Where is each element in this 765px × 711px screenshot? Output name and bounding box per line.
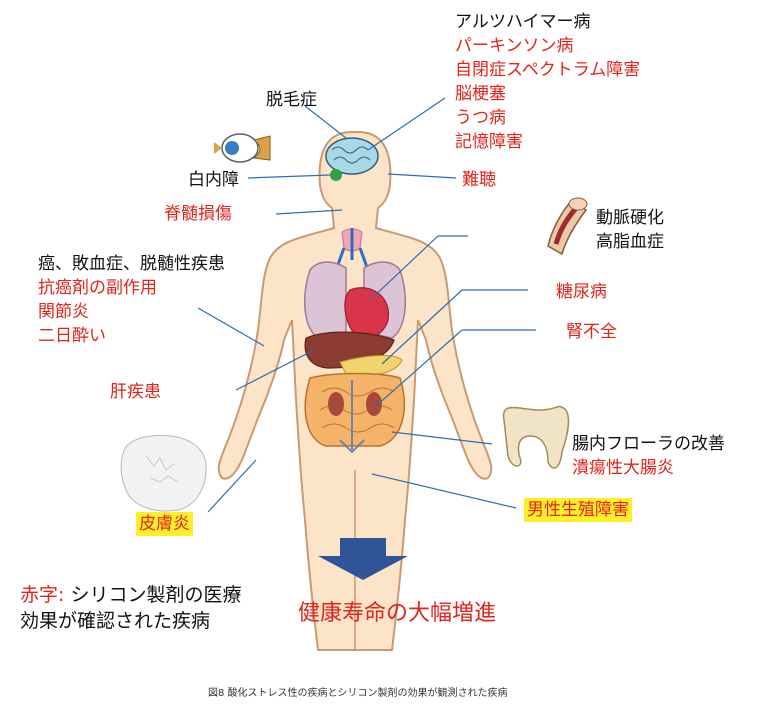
brain-disease-list: アルツハイマー病 パーキンソン病 自閉症スペクトラム障害 脳梗塞 うつ病 記憶障…: [455, 10, 640, 154]
cancer-item-4: 二日酔い: [38, 326, 106, 346]
result-text: 健康寿命の大幅増進: [298, 601, 497, 626]
kidney-right: [366, 392, 382, 416]
legend-line1-rest: シリコン製剤の医療: [64, 584, 242, 606]
brain: [325, 137, 379, 175]
label-liver-disease: 肝疾患: [110, 382, 161, 402]
label-cataract: 白内障: [188, 170, 239, 190]
cancer-item-1: 癌、敗血症、脱髄性疾患: [38, 254, 225, 274]
legend-line-2: 効果が確認された疾病: [20, 610, 211, 632]
legend-line-1: 赤字: シリコン製剤の医療: [20, 582, 241, 608]
cancer-item-2: 抗癌剤の副作用: [38, 278, 157, 298]
gut-disease-list: 腸内フローラの改善 潰瘍性大腸炎: [572, 432, 725, 480]
label-hearing-loss: 難聴: [462, 170, 496, 190]
leader-lines: [197, 97, 536, 513]
label-hair-loss: 脱毛症: [266, 90, 317, 110]
brain-disease-5: うつ病: [455, 108, 506, 128]
label-diabetes: 糖尿病: [556, 282, 607, 302]
brain-disease-6: 記憶障害: [455, 132, 523, 152]
cancer-item-3: 関節炎: [38, 302, 89, 322]
intestines: [304, 372, 405, 447]
down-arrow-icon: [318, 538, 408, 580]
label-arteriosclerosis: 動脈硬化: [596, 208, 664, 228]
label-spinal-injury: 脊髄損傷: [164, 204, 232, 224]
brain-disease-4: 脳梗塞: [455, 84, 506, 104]
artery-disease-list: 動脈硬化 高脂血症: [596, 206, 664, 254]
label-ulcerative-colitis: 潰瘍性大腸炎: [572, 458, 674, 478]
eye-icon: [214, 133, 271, 163]
sensory-dot: [330, 169, 342, 181]
label-dermatitis: 皮膚炎: [136, 512, 193, 536]
legend: 赤字: シリコン製剤の医療 効果が確認された疾病: [20, 582, 241, 634]
intestine-icon: [502, 405, 570, 469]
brain-disease-1: アルツハイマー病: [455, 12, 591, 32]
brain-disease-3: 自閉症スペクトラム障害: [455, 60, 641, 80]
brain-disease-2: パーキンソン病: [455, 36, 574, 56]
kidney-left: [328, 392, 344, 416]
label-hyperlipidemia: 高脂血症: [596, 232, 664, 252]
label-kidney-failure: 腎不全: [566, 322, 617, 342]
legend-prefix: 赤字:: [20, 584, 65, 606]
label-male-reproductive: 男性生殖障害: [524, 498, 632, 522]
skin-icon: [120, 435, 207, 512]
cancer-disease-list: 癌、敗血症、脱髄性疾患 抗癌剤の副作用 関節炎 二日酔い: [38, 252, 225, 348]
artery-icon: [547, 197, 588, 256]
label-gut-flora: 腸内フローラの改善: [572, 434, 725, 454]
figure-caption: 図8 酸化ストレス性の疾病とシリコン製剤の効果が観測された疾病: [208, 688, 508, 699]
